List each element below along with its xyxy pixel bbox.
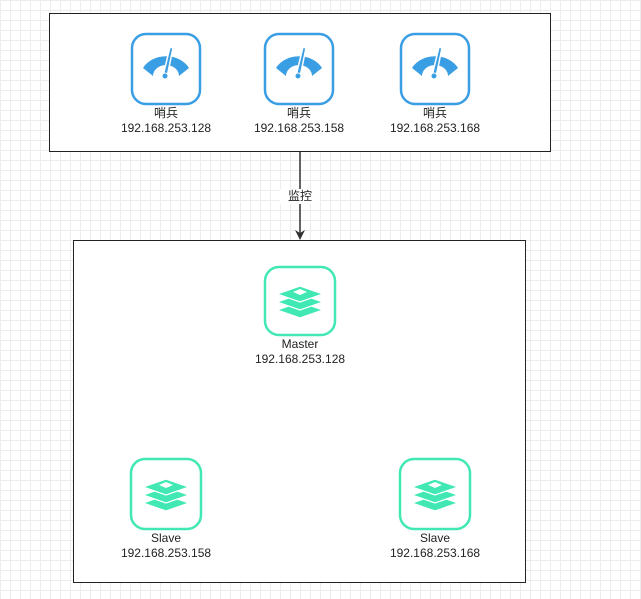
master-ip: 192.168.253.128 <box>254 352 346 366</box>
sentinel-gauge-icon <box>130 32 202 106</box>
sentinel-gauge-icon <box>263 32 335 106</box>
redis-icon <box>398 457 472 531</box>
master-node: Master 192.168.253.128 <box>225 265 375 367</box>
slave-ip: 192.168.253.158 <box>120 546 212 560</box>
monitor-edge-label: 监控 <box>280 189 320 204</box>
sentinel-node: 哨兵 192.168.253.168 <box>360 32 510 136</box>
redis-icon <box>263 265 337 337</box>
sentinel-gauge-icon <box>399 32 471 106</box>
redis-icon <box>129 457 203 531</box>
sentinel-label: 哨兵 <box>422 106 447 120</box>
master-label: Master <box>281 337 319 351</box>
slave-label: Slave <box>150 531 182 545</box>
slave-ip: 192.168.253.168 <box>389 546 481 560</box>
sentinel-node: 哨兵 192.168.253.158 <box>224 32 374 136</box>
sentinel-ip: 192.168.253.128 <box>120 121 212 135</box>
sentinel-ip: 192.168.253.158 <box>253 121 345 135</box>
sentinel-ip: 192.168.253.168 <box>389 121 481 135</box>
sentinel-label: 哨兵 <box>286 106 311 120</box>
slave-label: Slave <box>419 531 451 545</box>
slave-node: Slave 192.168.253.168 <box>360 457 510 561</box>
slave-node: Slave 192.168.253.158 <box>91 457 241 561</box>
sentinel-label: 哨兵 <box>153 106 178 120</box>
sentinel-node: 哨兵 192.168.253.128 <box>91 32 241 136</box>
